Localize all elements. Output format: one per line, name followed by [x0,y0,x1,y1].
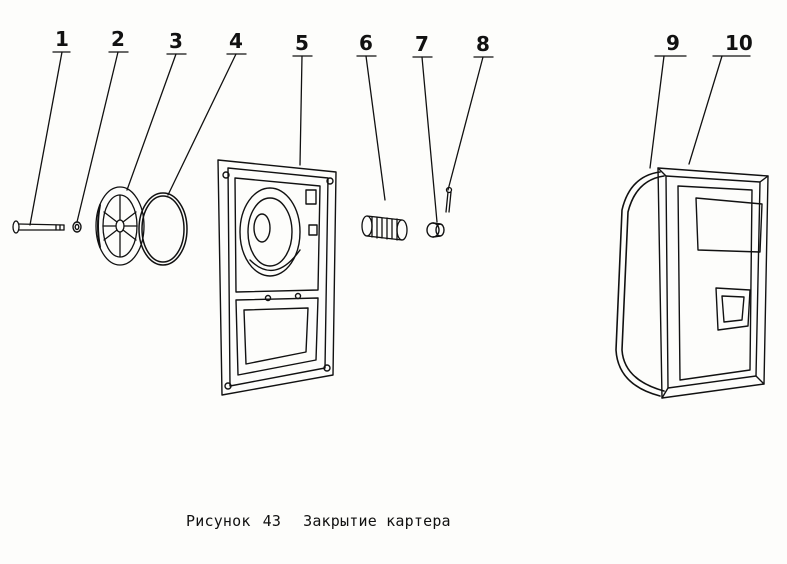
cover-plate-part [217,159,337,396]
cover-disc-part [95,186,145,266]
callout-4: 4 [229,29,243,53]
callout-1: 1 [55,27,69,51]
callout-6: 6 [359,31,373,55]
spring-part [361,215,408,241]
leader-lines [29,51,751,226]
callout-2: 2 [111,27,125,51]
lid-part [657,167,769,399]
callout-10: 10 [725,31,753,55]
bolt-part [12,220,65,234]
callout-7: 7 [415,32,429,56]
caption-title: Закрытие картера [303,512,451,530]
callout-3: 3 [169,29,183,53]
washer-part [72,221,82,233]
callout-labels: 1 2 3 4 5 6 7 8 9 10 [55,27,753,56]
figure-caption: Рисунок 43 Закрытие картера [186,512,451,530]
pin-part [445,186,453,213]
caption-label: Рисунок [186,512,251,530]
nut-part [426,222,445,238]
seal-part [615,171,665,397]
callout-5: 5 [295,31,309,55]
gasket-ring-part [138,192,188,266]
caption-number: 43 [262,512,282,530]
callout-8: 8 [476,32,490,56]
callout-9: 9 [666,31,680,55]
